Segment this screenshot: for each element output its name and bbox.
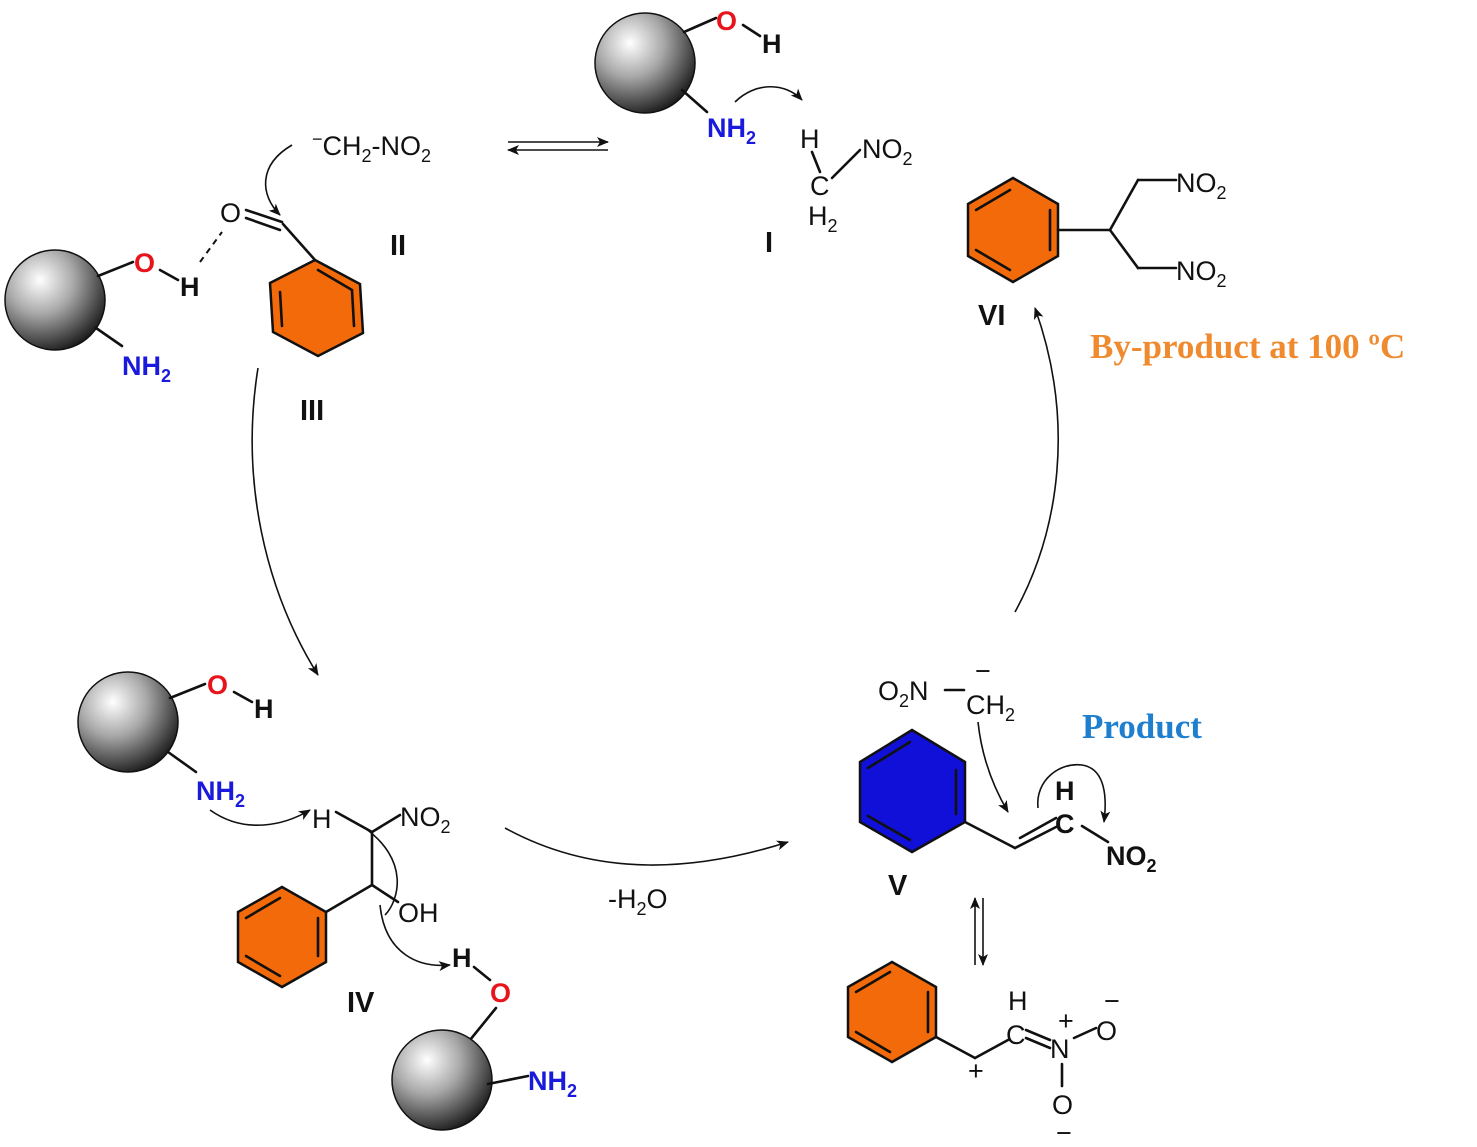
nitro-group: NO2 bbox=[1176, 256, 1227, 291]
phenyl-ring-blue bbox=[858, 728, 967, 854]
product-annotation: Product bbox=[1082, 707, 1202, 746]
label-V: V bbox=[888, 870, 908, 902]
phenyl-ring-orange bbox=[268, 258, 365, 358]
nitromethide-formula: −CH2-NO2 bbox=[312, 129, 431, 166]
curved-arrow bbox=[361, 825, 398, 916]
equilibrium-arrow-vertical bbox=[970, 897, 988, 966]
cycle-arrow bbox=[1014, 307, 1059, 613]
sphere-icon bbox=[4, 249, 106, 351]
negative-charge: − bbox=[975, 656, 991, 686]
catalyst-sphere-top: O H NH2 bbox=[594, 6, 782, 148]
curved-arrow bbox=[264, 144, 293, 216]
resonance-structure: + H C N + O − O − bbox=[846, 960, 1120, 1147]
sphere-icon bbox=[77, 671, 179, 773]
label-II: II bbox=[390, 230, 406, 262]
hydrogen-atom: H bbox=[762, 29, 782, 59]
phenyl-ring-orange bbox=[966, 176, 1060, 284]
catalyst-sphere-bottom: H O NH2 bbox=[391, 943, 577, 1131]
label-III: III bbox=[300, 395, 324, 427]
hydrogen-atom: H bbox=[800, 124, 820, 154]
hydrogen-bond bbox=[199, 231, 223, 263]
carbon-atom: C bbox=[810, 171, 830, 201]
label-I: I bbox=[765, 227, 773, 259]
negative-charge: − bbox=[1056, 1118, 1072, 1147]
amine-group: NH2 bbox=[196, 776, 245, 811]
phenyl-ring-orange bbox=[846, 960, 938, 1064]
oxygen-atom: O bbox=[716, 6, 737, 36]
compound-II-nitromethide: −CH2-NO2 II bbox=[312, 129, 431, 262]
positive-charge: + bbox=[1058, 1006, 1074, 1036]
curved-arrow bbox=[734, 85, 803, 103]
nitro-carbanion: O2N bbox=[878, 676, 929, 711]
compound-VI-dinitro: NO2 NO2 VI bbox=[966, 168, 1227, 332]
sphere-icon bbox=[594, 12, 696, 114]
oxygen-atom: O bbox=[1052, 1090, 1073, 1120]
oxygen-atom: O bbox=[207, 670, 228, 700]
sphere-icon bbox=[391, 1029, 493, 1131]
ch2-anion: CH2 bbox=[966, 690, 1015, 725]
ch2-group: H2 bbox=[808, 201, 838, 236]
carbonyl-oxygen: O bbox=[220, 198, 241, 228]
oxygen-atom: O bbox=[490, 978, 511, 1008]
hydrogen-atom: H bbox=[254, 694, 274, 724]
carbon-atom: C bbox=[1006, 1020, 1026, 1050]
vinyl-carbon: C bbox=[1055, 809, 1075, 839]
nitro-group: NO2 bbox=[1176, 168, 1227, 203]
compound-III-benzaldehyde: O III bbox=[220, 198, 365, 427]
positive-charge: + bbox=[968, 1056, 984, 1086]
curved-arrow bbox=[1037, 763, 1111, 823]
curved-arrow bbox=[209, 809, 311, 827]
compound-V-nitrostyrene: O2N CH2 − H C NO2 V bbox=[858, 656, 1157, 902]
hydrogen-atom: H bbox=[452, 943, 472, 973]
amine-group: NH2 bbox=[707, 113, 756, 148]
nitro-group: NO2 bbox=[862, 134, 913, 169]
catalyst-sphere-left: O H NH2 bbox=[4, 248, 200, 386]
nitro-group: NO2 bbox=[1106, 841, 1157, 876]
vinyl-hydrogen: H bbox=[1055, 776, 1075, 806]
compound-IV-nitroalcohol: H NO2 OH IV bbox=[236, 802, 451, 1019]
hydrogen-atom: H bbox=[180, 272, 200, 302]
nitro-group: NO2 bbox=[400, 802, 451, 837]
label-IV: IV bbox=[347, 987, 375, 1019]
curved-arrow bbox=[977, 721, 1009, 813]
compound-I-nitromethane: H C NO2 H2 I bbox=[765, 124, 913, 259]
hydrogen-atom: H bbox=[312, 804, 332, 834]
water-loss-label: -H2O bbox=[608, 884, 668, 919]
label-VI: VI bbox=[978, 300, 1005, 332]
phenyl-ring-orange bbox=[236, 885, 328, 989]
hydroxyl-group: OH bbox=[398, 898, 439, 928]
amine-group: NH2 bbox=[528, 1066, 577, 1101]
amine-group: NH2 bbox=[122, 351, 171, 386]
curved-arrow bbox=[379, 904, 451, 972]
negative-charge: − bbox=[1104, 986, 1120, 1016]
byproduct-annotation: By-product at 100 ºC bbox=[1090, 327, 1405, 366]
nitrogen-atom: N bbox=[1050, 1034, 1070, 1064]
oxygen-atom: O bbox=[134, 248, 155, 278]
equilibrium-arrow-top bbox=[507, 137, 609, 155]
catalyst-sphere-mid: O H NH2 bbox=[77, 670, 274, 811]
cycle-arrow bbox=[251, 367, 319, 676]
oxygen-atom: O bbox=[1096, 1016, 1117, 1046]
dehydration-arrow bbox=[504, 827, 789, 866]
hydrogen-atom: H bbox=[1008, 986, 1028, 1016]
